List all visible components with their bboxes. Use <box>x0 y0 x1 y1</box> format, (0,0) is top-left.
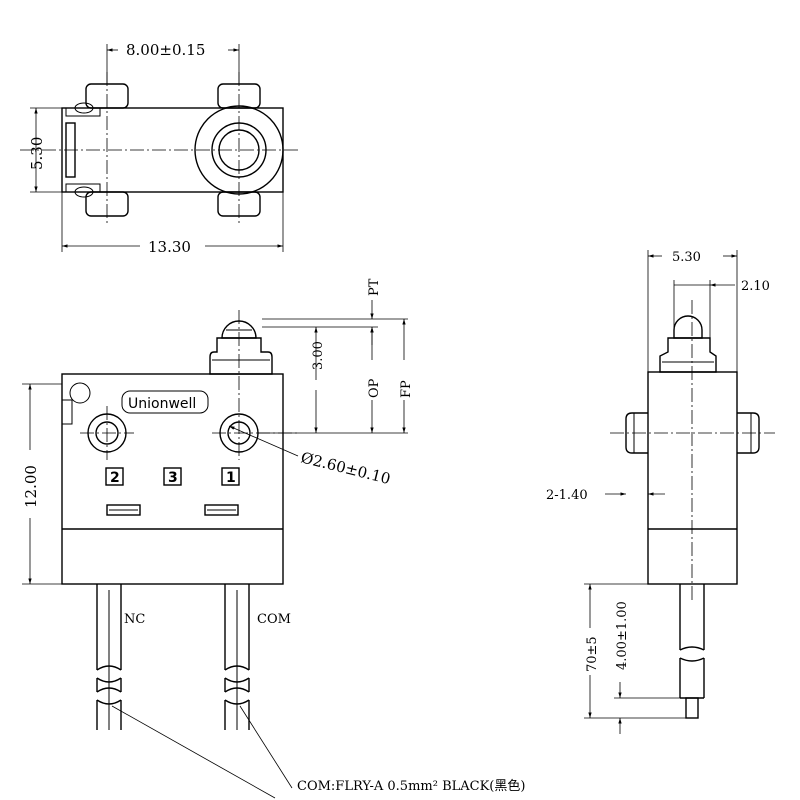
hole-dim: Ø2.60±0.10 <box>299 448 392 488</box>
side-wire-strip <box>685 697 699 719</box>
pin-box-2 <box>105 467 124 486</box>
side-plunger <box>659 337 717 373</box>
front-plunger <box>209 337 273 375</box>
brand-frame <box>121 390 209 414</box>
side-view: 5.30 2.10 2-1.40 70±5 4.00±1.00 <box>546 250 775 734</box>
wire-spec-note: COM:FLRY-A 0.5mm² BLACK(黑色) <box>297 778 525 794</box>
terminal-slot-left <box>106 504 141 516</box>
strip-length-dim: 4.00±1.00 <box>615 601 630 670</box>
top-view: 8.00±0.15 5.30 13.30 <box>20 41 300 256</box>
side-width-dim: 5.30 <box>672 250 701 265</box>
terminal-slot-right <box>204 504 239 516</box>
top-height-dim: 5.30 <box>28 137 46 170</box>
side-cable <box>679 584 705 719</box>
travel-dim: 3.00 <box>311 341 326 370</box>
front-height-dim: 12.00 <box>22 465 40 508</box>
side-body <box>647 371 738 585</box>
front-actuator-roller <box>221 320 257 339</box>
fp-label: FP <box>399 380 414 398</box>
side-boss-dim: 2-1.40 <box>546 488 588 503</box>
top-length-dim: 13.30 <box>148 238 191 256</box>
pin-label-3: 3 <box>168 470 178 486</box>
brand-label: Unionwell <box>128 396 196 412</box>
side-actuator-dim: 2.10 <box>741 279 770 294</box>
front-hole-left-inner <box>95 421 119 445</box>
wire-nc <box>96 584 122 730</box>
wire-nc-label: NC <box>124 612 145 627</box>
pin-box-1 <box>221 467 240 486</box>
front-body <box>61 373 284 585</box>
pin-box-3 <box>163 467 182 486</box>
wire-com-label: COM <box>257 612 291 627</box>
pin-label-2: 2 <box>110 470 120 486</box>
pin-label-1: 1 <box>226 470 236 486</box>
side-boss-left <box>625 412 648 454</box>
op-label: OP <box>367 378 382 398</box>
front-view: Unionwell 2 3 1 NC COM <box>22 278 525 799</box>
pt-label: PT <box>367 278 382 296</box>
top-pitch-dim: 8.00±0.15 <box>126 41 205 59</box>
side-actuator <box>673 315 703 339</box>
cable-length-dim: 70±5 <box>585 636 600 672</box>
wire-com <box>224 584 250 730</box>
